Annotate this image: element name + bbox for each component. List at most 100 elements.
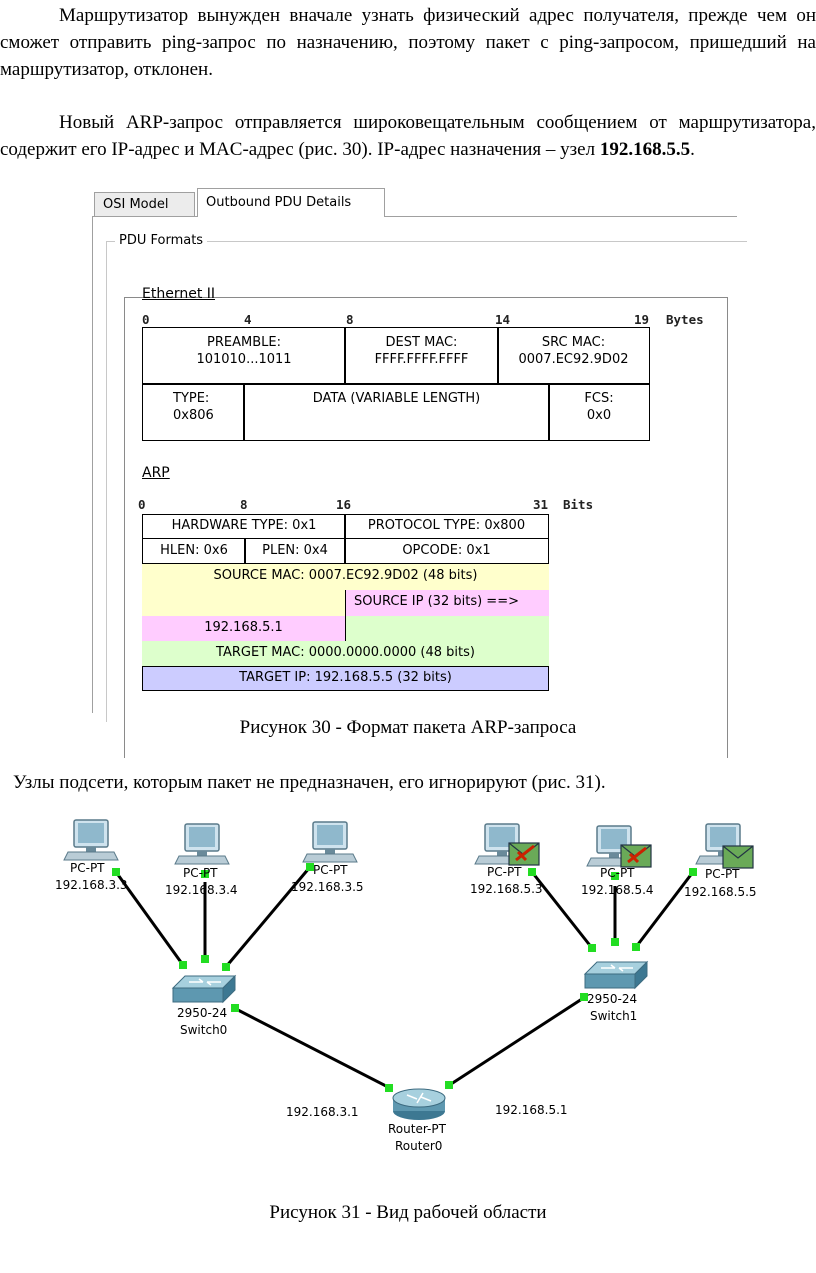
port-light: [689, 868, 697, 876]
pc-ip-label: 192.168.3.3: [55, 878, 128, 892]
eth-dest-mac-value: FFFF.FFFF.FFFF: [374, 352, 469, 367]
pdu-formats-group: [106, 241, 747, 722]
interface-ip-left: 192.168.3.1: [286, 1105, 359, 1119]
switch-model-label: 2950-24: [587, 992, 637, 1006]
eth-ruler-4: 4: [244, 312, 252, 327]
port-light: [580, 993, 588, 1001]
pc-ip-label: 192.168.5.5: [684, 885, 757, 899]
port-lights: [112, 863, 697, 1092]
pc-ip-label: 192.168.5.3: [470, 882, 543, 896]
port-light: [528, 868, 536, 876]
eth-type-label: TYPE:: [173, 391, 210, 406]
network-topology: PC-PT 192.168.3.3 PC-PT 192.168.3.4 PC-P…: [55, 819, 757, 1153]
pdu-body: PDU Formats: [92, 217, 747, 758]
link-pc33-switch0: [114, 871, 185, 966]
eth-preamble-field: PREAMBLE: 101010...1011: [142, 327, 346, 385]
pc-type-label: PC-PT: [705, 867, 740, 881]
arp-source-ip-value: 192.168.5.1: [142, 616, 345, 641]
arp-ruler-31: 31: [533, 497, 549, 512]
router-name-label: Router0: [395, 1139, 442, 1153]
pc-type-label: PC-PT: [487, 865, 522, 879]
interface-ip-right: 192.168.5.1: [495, 1103, 568, 1117]
port-light: [201, 955, 209, 963]
pc-type-label: PC-PT: [183, 866, 218, 880]
links: [114, 866, 695, 1090]
eth-src-mac-value: 0007.EC92.9D02: [518, 352, 629, 367]
link-switch0-router: [233, 1006, 391, 1090]
envelope-icon: [722, 845, 754, 869]
pc-ip-label: 192.168.3.5: [291, 880, 364, 894]
eth-src-mac-field: SRC MAC: 0007.EC92.9D02: [497, 327, 650, 385]
eth-ruler-unit: Bytes: [666, 312, 704, 327]
port-light: [231, 1004, 239, 1012]
eth-src-mac-label: SRC MAC:: [541, 335, 606, 350]
pc-ip-label: 192.168.3.4: [165, 883, 238, 897]
paragraph-2-end: .: [690, 139, 695, 160]
eth-dest-mac-label: DEST MAC:: [385, 335, 458, 350]
arp-source-ip-label: SOURCE IP (32 bits) ==>: [345, 590, 549, 616]
paragraph-3: Узлы подсети, которым пакет не предназна…: [13, 772, 606, 793]
pc-type-label: PC-PT: [600, 866, 635, 880]
arp-protocol-type: PROTOCOL TYPE: 0x800: [344, 514, 549, 539]
arp-ruler-unit: Bits: [563, 497, 594, 512]
switch-icon[interactable]: [584, 961, 648, 989]
pc-monitor-icon[interactable]: [63, 819, 119, 861]
tab-bar: OSI Model Outbound PDU Details: [92, 186, 737, 217]
port-light: [611, 872, 619, 880]
port-light: [611, 938, 619, 946]
link-pc35-switch0: [223, 866, 312, 969]
eth-fcs-field: FCS: 0x0: [548, 383, 650, 441]
port-light: [385, 1084, 393, 1092]
eth-dest-mac-field: DEST MAC: FFFF.FFFF.FFFF: [344, 327, 499, 385]
paragraph-2: Новый ARP-запрос отправляется широковеща…: [0, 109, 816, 163]
pdu-formats-title: PDU Formats: [115, 233, 208, 248]
pc-monitor-icon[interactable]: [302, 821, 358, 863]
pc-type-label: PC-PT: [313, 863, 348, 877]
port-light: [632, 943, 640, 951]
figure-31-caption: Рисунок 31 - Вид рабочей области: [269, 1202, 547, 1223]
arp-ruler-8: 8: [240, 497, 248, 512]
eth-ruler-14: 14: [495, 312, 511, 327]
paragraph-1: Маршрутизатор вынужден вначале узнать фи…: [0, 5, 816, 80]
port-light: [201, 870, 209, 878]
arp-source-mac-cont: [142, 590, 345, 616]
switch-icon[interactable]: [172, 975, 236, 1003]
port-light: [179, 961, 187, 969]
pc-ip-label: 192.168.5.4: [581, 883, 654, 897]
arp-target-mac-cont: [345, 616, 549, 641]
arp-target-mac: TARGET MAC: 0000.0000.0000 (48 bits): [142, 641, 549, 666]
port-light: [445, 1081, 453, 1089]
port-light: [222, 963, 230, 971]
paragraph-2-ip: 192.168.5.5: [599, 139, 691, 160]
link-router-switch1: [447, 995, 586, 1088]
port-light: [588, 944, 596, 952]
eth-data-label: DATA (VARIABLE LENGTH): [312, 391, 481, 406]
router-model-label: Router-PT: [388, 1122, 447, 1136]
arp-hlen: HLEN: 0x6: [142, 538, 246, 564]
eth-fcs-label: FCS:: [584, 391, 614, 406]
pc-monitor-icon[interactable]: [174, 823, 230, 865]
arp-opcode: OPCODE: 0x1: [344, 538, 549, 564]
arp-ruler-16: 16: [336, 497, 352, 512]
arp-ruler-0: 0: [138, 497, 146, 512]
reject-mark-icon: [515, 844, 535, 862]
port-light: [306, 863, 314, 871]
arp-hardware-type: HARDWARE TYPE: 0x1: [142, 514, 346, 539]
ethernet-title: Ethernet II: [142, 286, 216, 302]
pdu-details-window: OSI Model Outbound PDU Details PDU Forma…: [92, 186, 747, 758]
switch-name-label: Switch1: [590, 1009, 637, 1023]
tab-outbound-pdu-details[interactable]: Outbound PDU Details: [197, 188, 385, 217]
tab-osi-model[interactable]: OSI Model: [94, 192, 195, 216]
eth-preamble-value: 101010...1011: [196, 352, 292, 367]
eth-data-field: DATA (VARIABLE LENGTH): [243, 383, 550, 441]
port-light: [112, 868, 120, 876]
eth-ruler-19: 19: [634, 312, 650, 327]
eth-ruler-8: 8: [346, 312, 354, 327]
arp-plen: PLEN: 0x4: [244, 538, 346, 564]
arp-title: ARP: [142, 465, 170, 481]
arp-source-mac: SOURCE MAC: 0007.EC92.9D02 (48 bits): [142, 564, 549, 590]
switch-model-label: 2950-24: [177, 1006, 227, 1020]
router-icon[interactable]: [392, 1088, 446, 1121]
eth-type-value: 0x806: [173, 408, 214, 423]
eth-type-field: TYPE: 0x806: [142, 383, 245, 441]
